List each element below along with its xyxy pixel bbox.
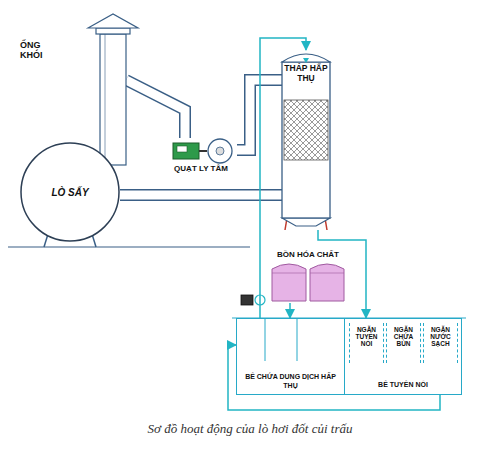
node-label: LÒ SẤY <box>51 187 88 198</box>
furnace-outline <box>21 143 119 241</box>
chemical-tank <box>272 264 306 301</box>
chimney-drawing <box>100 12 126 165</box>
tower-bottom <box>282 218 330 226</box>
baffle-wall <box>297 319 298 361</box>
tanks-icon <box>270 259 346 303</box>
fan-housing <box>208 139 232 163</box>
spray-nozzle <box>303 58 309 63</box>
solution-basin: BỂ CHỨA DUNG DỊCH HẤP THỤ <box>236 318 345 395</box>
flotation-basin: BỂ TUYỂN NỔI NGĂN TUYỂN NỔI NGĂN CHỨA BÙN N… <box>345 318 462 395</box>
tank-band <box>310 273 344 274</box>
node-label: NGĂN NƯỚC SẠCH <box>425 326 456 347</box>
duct-pipe <box>126 80 185 138</box>
absorption-tower: THÁP HẤP THỤ <box>282 50 330 230</box>
fan-motor <box>173 143 199 159</box>
chemical-tanks: BỒN HÓA CHẤT <box>270 250 346 303</box>
packing-bed <box>284 100 328 160</box>
baffle-wall <box>265 319 266 361</box>
fan-unit: QUẠT LY TÂM <box>165 138 237 173</box>
node-label: BỂ CHỨA DUNG DỊCH HẤP THỤ <box>241 373 340 390</box>
chimney-collar <box>96 28 130 34</box>
node-label: NGĂN CHỨA BÙN <box>388 326 419 347</box>
chimney-seam <box>105 34 106 165</box>
chimney-pipe <box>100 34 126 165</box>
node-label: ỐNG KHÓI <box>20 40 64 61</box>
fan-hub <box>216 147 224 155</box>
node-label: BỒN HÓA CHẤT <box>277 250 339 259</box>
compartment: NGĂN CHỨA BÙN <box>386 323 421 363</box>
compartment: NGĂN TUYỂN NỔI <box>349 323 384 363</box>
liquid-path <box>289 303 291 318</box>
pipe-bore <box>126 80 185 138</box>
fan-shaft <box>199 150 207 152</box>
motor-plate <box>177 146 187 152</box>
node-label: THÁP HẤP THỤ <box>284 64 328 84</box>
duct-pipe <box>120 195 282 196</box>
chimney-cap <box>88 14 138 28</box>
pipe-bore <box>120 191 282 200</box>
tank-band <box>272 273 306 274</box>
liquid-line <box>290 303 291 318</box>
chimney: ỐNG KHÓI <box>100 12 126 165</box>
node-label: QUẠT LY TÂM <box>174 164 228 173</box>
furnace-circle: LÒ SẤY <box>20 142 120 242</box>
chemical-tank <box>310 264 344 301</box>
pipe-wall <box>126 80 185 138</box>
tower-dome <box>282 54 330 62</box>
fan-icon <box>165 138 237 164</box>
node-label: BỂ TUYỂN NỔI <box>349 381 457 389</box>
node-label: NGĂN TUYỂN NỔI <box>351 326 382 347</box>
tower-body <box>282 62 330 218</box>
compartment: NGĂN NƯỚC SẠCH <box>423 323 458 363</box>
pump-motor <box>241 295 253 305</box>
figure-caption: Sơ đồ hoạt động của lò hơi đốt củi trấu <box>0 421 500 437</box>
pipe-wall <box>120 189 282 201</box>
